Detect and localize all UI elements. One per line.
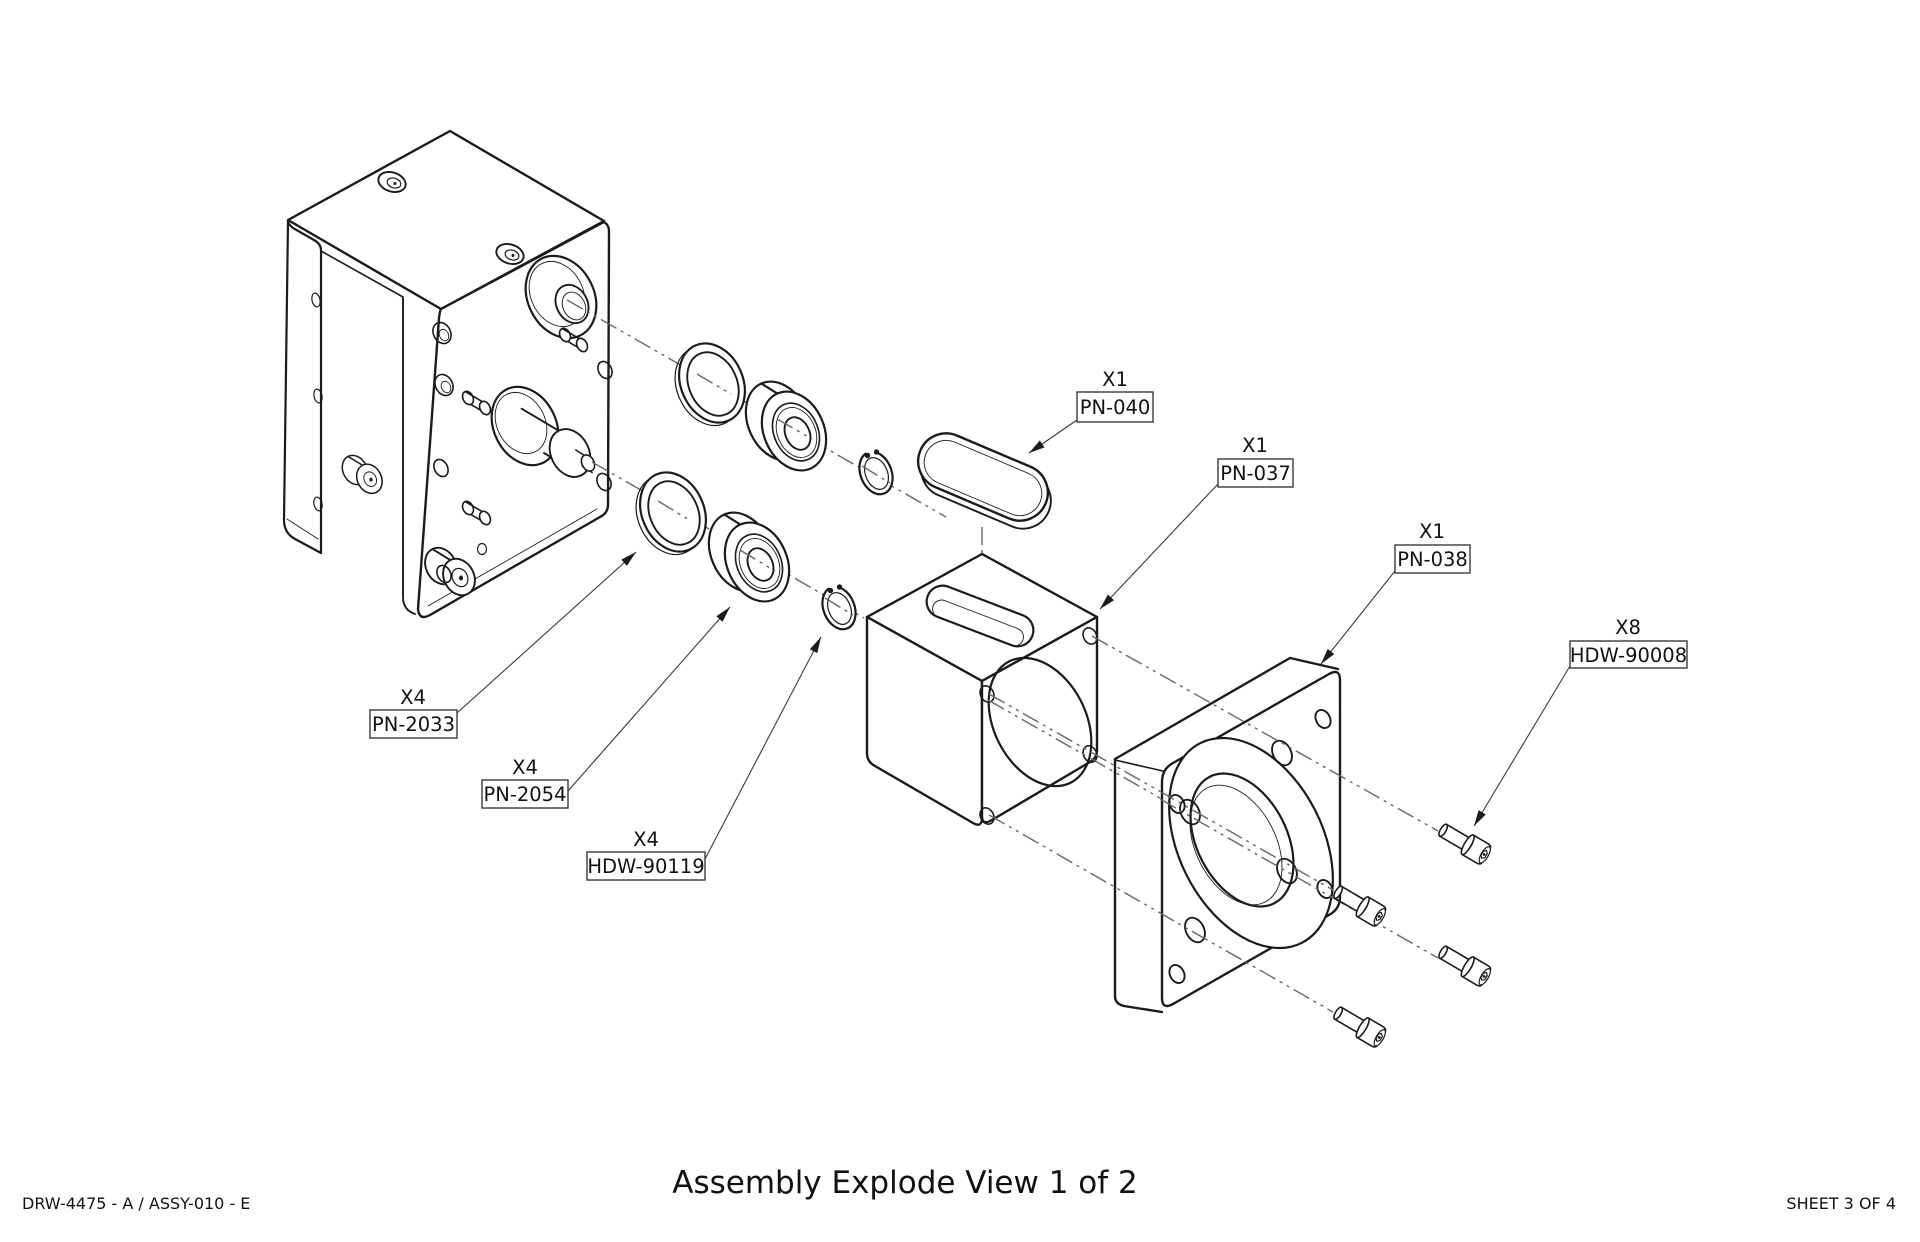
top-counterbore-hole: [377, 171, 407, 193]
flange-plate-pn038: [1113, 656, 1342, 1014]
callout-part-number: HDW-90119: [587, 855, 704, 878]
callout-box: [1569, 640, 1688, 669]
leader-line: [1473, 665, 1571, 827]
callout-qty: X4: [512, 756, 538, 779]
callout-pn-2033: X4 PN-2033: [369, 551, 637, 739]
pn038-bore: [1189, 772, 1295, 908]
housing-mount-plate: [282, 219, 323, 555]
housing-left-edge: [402, 297, 416, 615]
callout-box: [1076, 391, 1154, 423]
callout-part-number: PN-037: [1220, 462, 1291, 485]
leader-line: [704, 636, 822, 860]
leader-arrow: [1100, 594, 1115, 609]
leader-arrow: [1029, 440, 1045, 453]
leader-line: [567, 606, 731, 792]
retaining-ring-lower: [815, 579, 863, 636]
gearbox-housing: [282, 129, 613, 619]
pn038-bore-inner-edge: [1189, 784, 1283, 906]
face-holes: [311, 292, 613, 584]
upper-centerline-overlay: [696, 373, 891, 484]
callout-part-number: HDW-90008: [1570, 644, 1687, 667]
leader-arrow: [809, 637, 821, 654]
ball-bearing-lower: [695, 501, 803, 613]
callout-part-number: PN-038: [1397, 548, 1468, 571]
leader-arrow: [1474, 810, 1486, 826]
callout-qty: X8: [1615, 616, 1641, 639]
cap-screw: [1329, 1001, 1390, 1051]
leader-line: [456, 551, 637, 714]
callout-box: [369, 709, 458, 739]
leader-line: [1320, 570, 1396, 665]
exploded-components: [622, 331, 900, 636]
retaining-ring-upper: [852, 444, 900, 501]
lower-centerline-overlay: [657, 500, 854, 616]
pn037-bore: [987, 656, 1093, 788]
callout-part-number: PN-2054: [483, 783, 566, 806]
callout-box: [586, 851, 706, 881]
pn038-bolt-slots: [1179, 739, 1298, 944]
pn038-thickness-edge: [1114, 759, 1164, 772]
shim-washer-lower: [622, 460, 720, 567]
pn037-slot-depth: [932, 599, 1024, 647]
housing-upper-bore: [524, 254, 598, 340]
leader-arrow: [621, 552, 636, 566]
housing-overhang-edge: [320, 250, 404, 298]
pn038-back-face: [1113, 656, 1340, 1014]
top-counterbore-hole: [495, 243, 525, 265]
callout-part-number: PN-040: [1080, 396, 1151, 419]
shim-washer-upper: [661, 331, 759, 438]
callout-box: [481, 779, 569, 809]
cap-screws-hdw90008: [1329, 818, 1495, 1051]
callout-qty: X1: [1419, 520, 1445, 543]
leader-line: [1099, 483, 1219, 610]
callout-pn-037: X1 PN-037: [1099, 434, 1294, 610]
plate-chamfer-line: [286, 518, 319, 540]
pn038-corner-holes: [1168, 709, 1334, 984]
pn037-corner-holes: [979, 627, 1098, 825]
leader-arrow: [716, 607, 730, 622]
cap-screw: [1434, 940, 1495, 990]
bearing-housing-pn037: [865, 552, 1099, 826]
bore-centerline-mid: [987, 699, 1161, 799]
callout-hdw-90008: X8 HDW-90008: [1473, 616, 1688, 827]
pn038-boss-circle: [1168, 736, 1334, 950]
callout-qty: X4: [633, 828, 659, 851]
sheet-number: SHEET 3 OF 4: [1786, 1194, 1896, 1213]
callout-hdw-90119: X4 HDW-90119: [586, 636, 822, 881]
screw-centerlines: [988, 635, 1439, 1013]
callout-pn-2054: X4 PN-2054: [481, 606, 731, 809]
leader-arrow: [1321, 648, 1335, 664]
callout-box: [1394, 544, 1471, 574]
ball-bearing-upper: [732, 370, 840, 482]
callout-box: [1217, 458, 1294, 488]
cover-plate-pn040: [916, 432, 1052, 530]
callout-qty: X1: [1102, 368, 1128, 391]
drawing-title: Assembly Explode View 1 of 2: [672, 1165, 1138, 1201]
callout-qty: X4: [400, 686, 426, 709]
callout-pn-040: X1 PN-040: [1028, 368, 1154, 454]
drawing-number: DRW-4475 - A / ASSY-010 - E: [22, 1194, 250, 1213]
callout-pn-038: X1 PN-038: [1320, 520, 1471, 665]
callout-part-number: PN-2033: [372, 713, 455, 736]
callout-qty: X1: [1242, 434, 1268, 457]
standoff-boss: [336, 450, 388, 499]
housing-output-shaft: [490, 385, 596, 478]
cap-screw: [1434, 818, 1495, 868]
